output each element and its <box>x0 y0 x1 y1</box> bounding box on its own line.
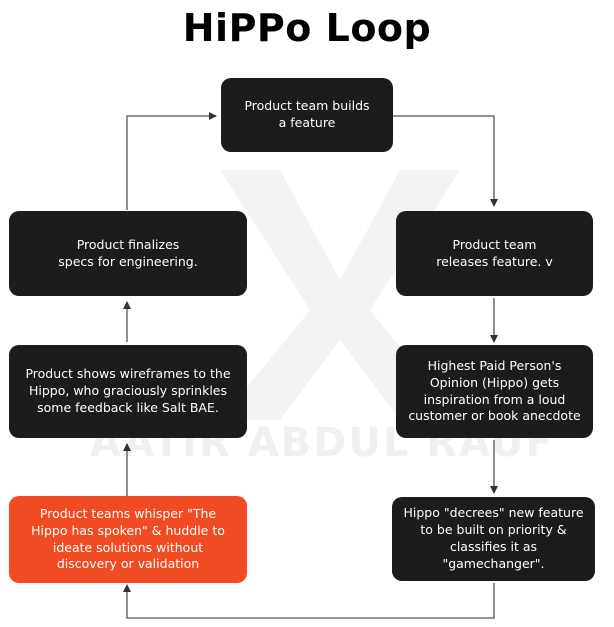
node-releases: Product team releases feature. v <box>396 211 593 296</box>
node-wireframes-label: Product shows wireframes to the Hippo, w… <box>25 366 231 415</box>
node-hippo-opinion: Highest Paid Person's Opinion (Hippo) ge… <box>396 345 593 438</box>
arrow-builds-to-releases <box>393 115 498 207</box>
node-whisper: Product teams whisper "The Hippo has spo… <box>9 496 247 583</box>
node-decrees-label: Hippo "decrees" new feature to be built … <box>403 505 584 571</box>
node-decrees: Hippo "decrees" new feature to be built … <box>392 497 595 581</box>
node-builds: Product team builds a feature <box>221 78 393 152</box>
node-whisper-label: Product teams whisper "The Hippo has spo… <box>31 505 225 572</box>
diagram-title: HiPPo Loop <box>182 6 432 50</box>
node-builds-label: Product team builds a feature <box>244 98 370 130</box>
node-hippo-opinion-label: Highest Paid Person's Opinion (Hippo) ge… <box>408 357 581 424</box>
node-wireframes: Product shows wireframes to the Hippo, w… <box>9 345 247 438</box>
node-finalizes-label: Product finalizes specs for engineering. <box>58 236 198 269</box>
node-finalizes: Product finalizes specs for engineering. <box>9 211 247 296</box>
arrow-finalizes-to-builds <box>126 112 217 210</box>
node-releases-label: Product team releases feature. v <box>436 236 553 269</box>
arrow-decrees-to-whisper <box>123 583 495 619</box>
